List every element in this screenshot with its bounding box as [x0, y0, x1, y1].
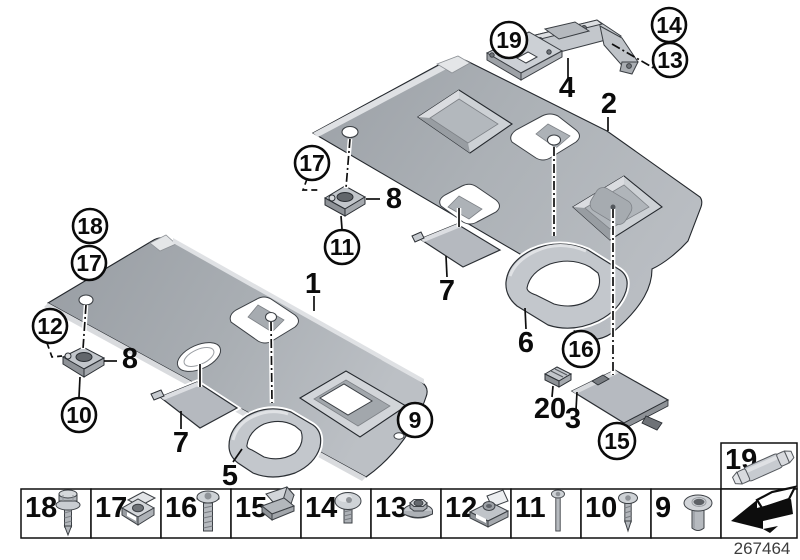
callout-number: 19 [496, 27, 522, 53]
lamp-bracket-part [485, 19, 639, 81]
panel-edge-highlight [313, 61, 452, 137]
legend-cell-15[interactable]: 15 [230, 485, 302, 539]
pointed-tapping-screw-icon [618, 492, 638, 533]
callout-number: 18 [77, 213, 103, 239]
legend-number: 10 [585, 492, 617, 524]
clamp-part [543, 366, 573, 388]
legend-cell-14[interactable]: 14 [300, 488, 372, 539]
callout-15[interactable]: 15 [597, 421, 637, 461]
part-label-6[interactable]: 6 [518, 327, 534, 359]
legend-cell-13[interactable]: 13 [370, 488, 442, 539]
callout-number: 14 [656, 12, 682, 38]
flange-nut-icon [403, 499, 433, 519]
page-back-arrow-icon [731, 485, 798, 533]
legend-number: 9 [655, 492, 671, 524]
dome-head-screw-icon [334, 492, 362, 524]
spring-clip-icon [260, 485, 296, 522]
legend-cell-10[interactable]: 10 [580, 488, 652, 539]
trim-bezel-front-part [226, 406, 324, 480]
bezel-recess [298, 370, 408, 438]
callout-17-front[interactable]: 17 [70, 244, 108, 282]
callout-18[interactable]: 18 [71, 207, 109, 245]
callout-12[interactable]: 12 [31, 307, 69, 345]
legend-cell-11[interactable]: 11 [510, 488, 582, 539]
callout-number: 17 [76, 250, 102, 276]
callout-16[interactable]: 16 [561, 329, 601, 369]
callout-17-rear[interactable]: 17 [293, 144, 331, 182]
callout-13[interactable]: 13 [651, 41, 689, 79]
callout-number: 9 [409, 407, 422, 433]
part-label-3[interactable]: 3 [565, 403, 581, 435]
panel-tray-recess [572, 175, 663, 241]
callout-number: 12 [37, 313, 63, 339]
part-label-5[interactable]: 5 [222, 460, 238, 492]
part-label-1[interactable]: 1 [305, 268, 321, 300]
part-label-2[interactable]: 2 [601, 88, 617, 120]
callout-19[interactable]: 19 [489, 20, 529, 60]
legend-number: 13 [375, 492, 407, 524]
legend-cell-9[interactable]: 9 [650, 488, 722, 539]
part-label-8-front[interactable]: 8 [122, 343, 138, 375]
festoon-bulb-icon [731, 450, 795, 485]
oval-cutout [176, 342, 222, 372]
callout-number: 16 [568, 336, 594, 362]
part-label-7-rear[interactable]: 7 [439, 275, 455, 307]
panel-apex-curl [436, 55, 471, 74]
callout-number: 11 [330, 234, 355, 260]
callout-number: 15 [604, 428, 630, 454]
legend-cell-17[interactable]: 17 [90, 488, 162, 539]
lamp-cutout [510, 113, 580, 161]
cage-nut-clip-icon [120, 491, 157, 526]
mount-hole [341, 125, 359, 139]
cover-lid-rear-part [411, 221, 506, 270]
cage-nut-clip-icon [468, 489, 510, 528]
callout-11[interactable]: 11 [323, 228, 361, 266]
legend-number: 11 [515, 492, 546, 524]
diagram-number: 267464 [734, 539, 791, 558]
lamp-cutout [439, 183, 500, 225]
trim-bezel-rear-part [503, 241, 630, 331]
legend-number: 16 [165, 492, 197, 524]
callout-14[interactable]: 14 [650, 6, 688, 44]
legend-cell-12[interactable]: 12 [440, 488, 512, 539]
part-label-7-front[interactable]: 7 [173, 427, 189, 459]
legend-cell-nav[interactable] [720, 485, 798, 539]
slim-long-screw-icon [551, 489, 565, 532]
roller-cover-part [566, 367, 674, 431]
rivet-sleeve-icon [683, 494, 713, 531]
legend-number: 18 [25, 492, 57, 524]
panel-recess [417, 89, 513, 154]
mount-clip-front-part [61, 346, 106, 378]
cover-lid-front-part [150, 379, 242, 431]
legend-cell-19[interactable]: 19 [720, 442, 798, 490]
panel-edge-highlight [173, 238, 424, 384]
callout-number: 10 [66, 402, 92, 428]
legend-cell-18[interactable]: 18 [20, 488, 92, 539]
callout-10[interactable]: 10 [60, 396, 98, 434]
callout-number: 13 [657, 47, 683, 73]
mount-hole [265, 312, 277, 322]
legend-strip: 18 17 [20, 442, 798, 539]
callout-number: 17 [299, 150, 325, 176]
bulb-hole [546, 134, 562, 146]
part-label-4[interactable]: 4 [559, 72, 575, 104]
mount-hole [78, 294, 94, 306]
mount-hole [393, 432, 405, 440]
pan-head-screw-icon [196, 490, 220, 532]
hex-washer-screw-icon [55, 489, 81, 537]
part-label-20[interactable]: 20 [534, 393, 566, 425]
legend-number: 14 [305, 492, 337, 524]
callout-9[interactable]: 9 [396, 401, 434, 439]
leader-lines [80, 138, 616, 404]
legend-cell-16[interactable]: 16 [160, 488, 232, 539]
mount-clip-rear-part [323, 185, 367, 217]
part-label-8-rear[interactable]: 8 [386, 183, 402, 215]
